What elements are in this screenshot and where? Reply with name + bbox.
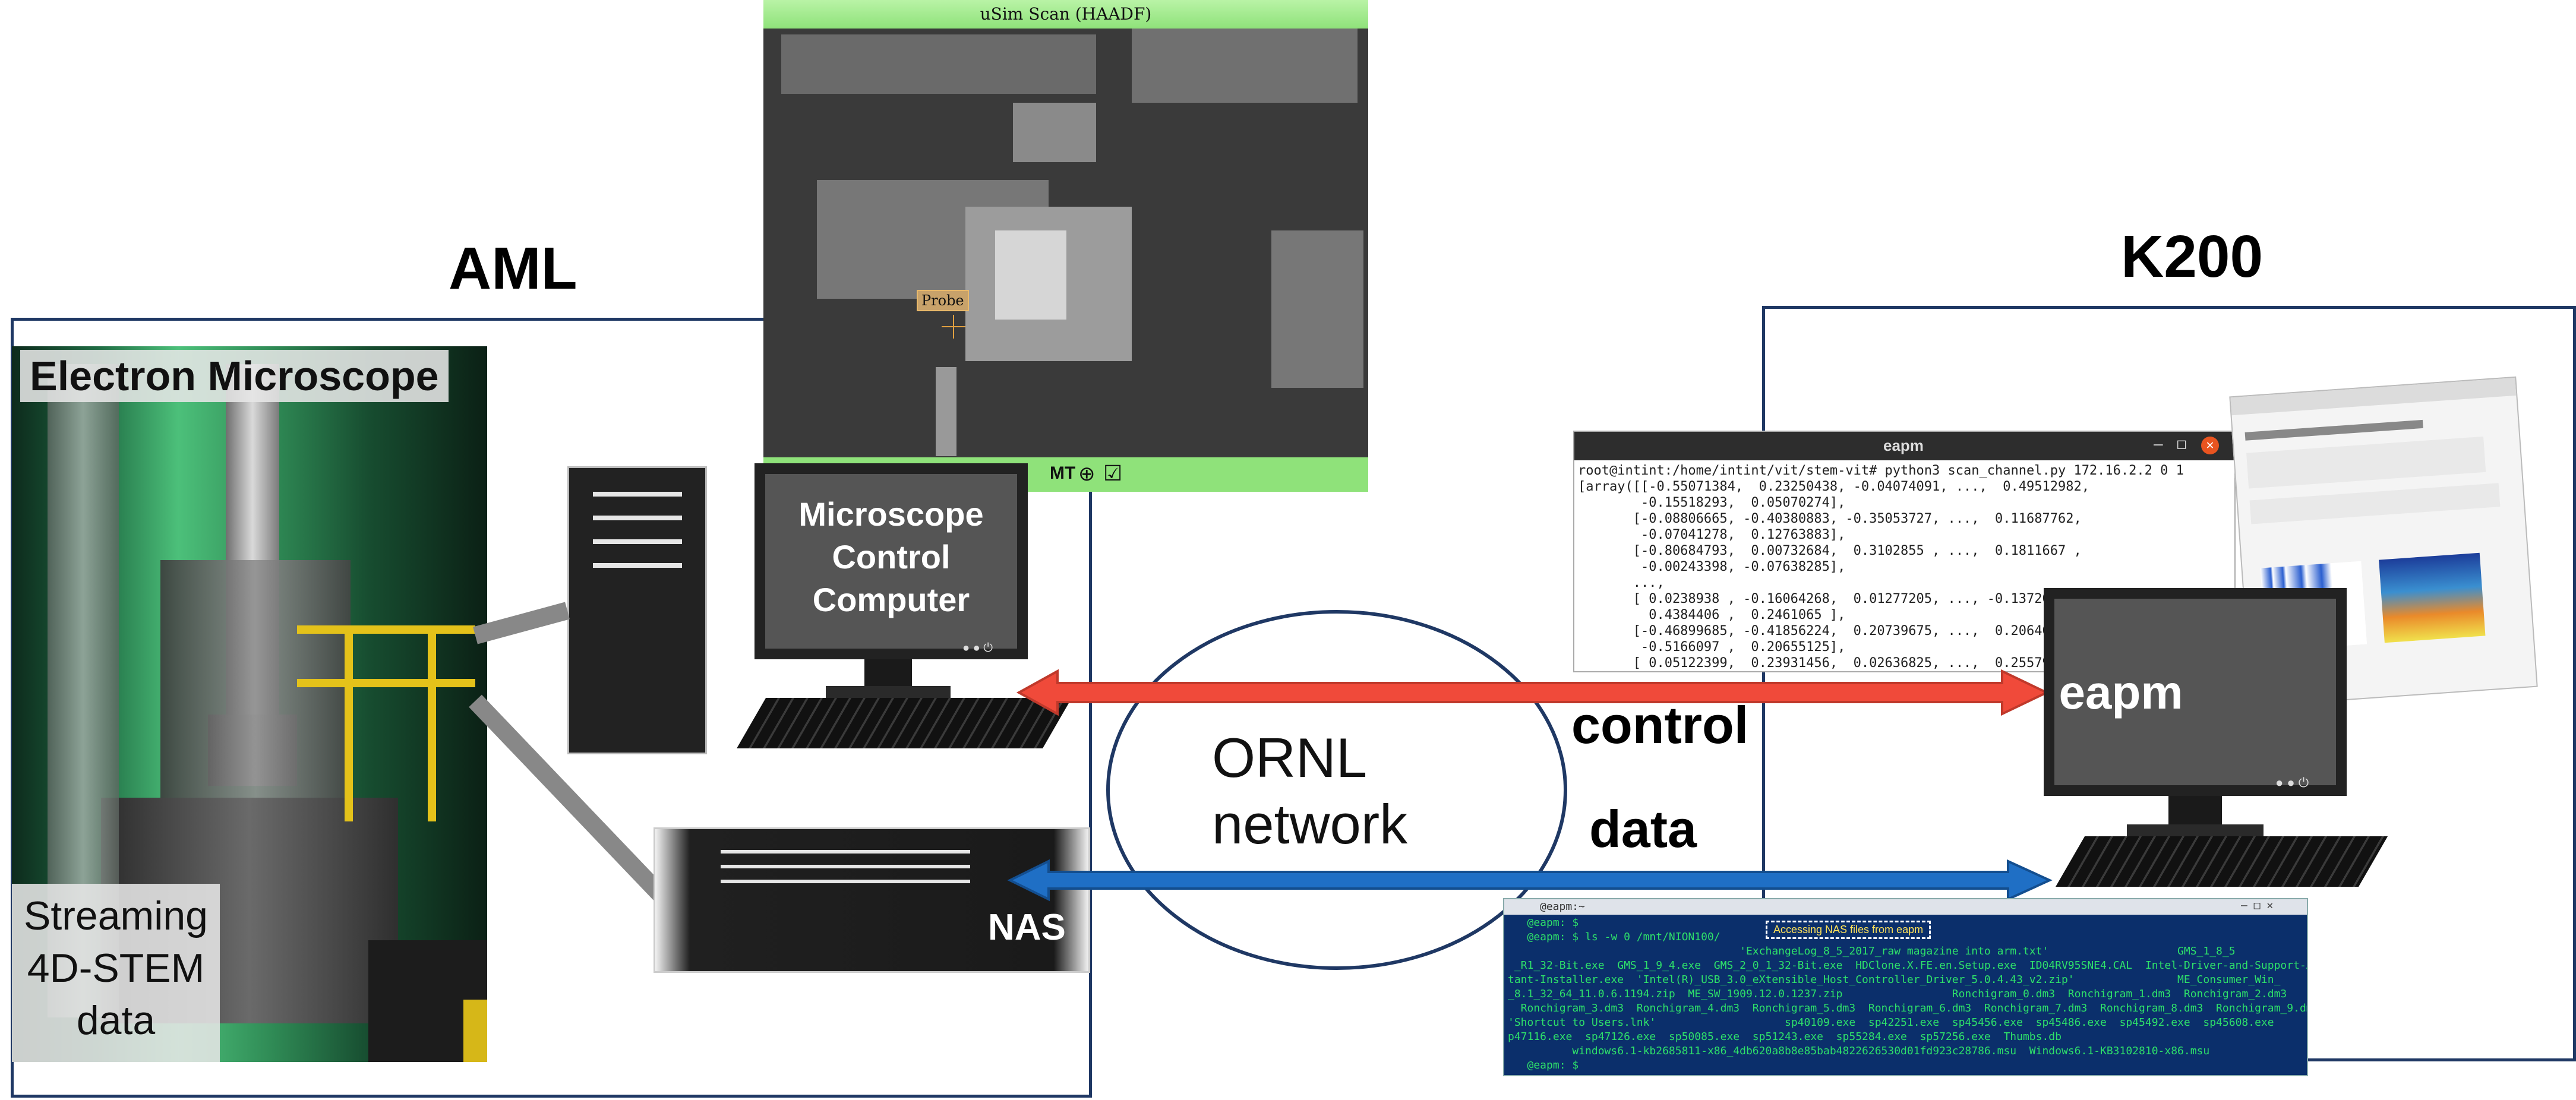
terminal-bottom-title: @eapm:~ [1540, 900, 1585, 913]
terminal-bottom-line: @eapm: $ [1508, 916, 1579, 929]
terminal-bottom-line: _R1_32-Bit.exe GMS_1_9_4.exe GMS_2_0_1_3… [1508, 959, 2308, 972]
eapm-keyboard-icon [2056, 836, 2388, 887]
streaming-line-3: data [76, 998, 156, 1043]
microscope-control-line-3: Computer [812, 581, 970, 618]
terminal-bottom-line: _8.1_32_64_11.0.6.1194.zip ME_SW_1909.12… [1508, 988, 2287, 1000]
microscope-control-line-1: Microscope [798, 495, 984, 533]
k200-label: K200 [2121, 223, 2264, 290]
maximize-icon[interactable]: □ [2177, 435, 2186, 452]
terminal-bottom-line: p47116.exe sp47126.exe sp50085.exe sp512… [1508, 1031, 2062, 1043]
terminal-top-line: -0.15518293, 0.05070274], [1578, 495, 1846, 510]
minimize-icon[interactable]: – [2154, 435, 2163, 453]
terminal-top-title: eapm [1883, 437, 1924, 454]
terminal-bottom: @eapm:~ – □ ✕ @eapm: $ @eapm: $ ls -w 0 … [1503, 898, 2308, 1076]
terminal-top-line: [-0.46899685, -0.41856224, 0.20739675, .… [1578, 624, 2050, 638]
terminal-bottom-line: windows6.1-kb2685811-x86_4db620a8b8e85ba… [1508, 1045, 2210, 1057]
terminal-bottom-line: 'Shortcut to Users.lnk' sp40109.exe sp42… [1508, 1016, 2274, 1029]
terminal-top-line: [ 0.05122399, 0.23931456, 0.02636825, ..… [1578, 656, 2050, 671]
control-arrow [1016, 669, 2050, 716]
terminal-top-line: [ 0.0238938 , -0.16064268, 0.01277205, .… [1578, 592, 2050, 606]
streaming-line-2: 4D-STEM [27, 946, 205, 991]
terminal-top-line: [array([[-0.55071384, 0.23250438, -0.040… [1578, 479, 2089, 494]
terminal-top: eapm – □ ✕ root@intint:/home/intint/vit/… [1573, 431, 2236, 672]
scan-toolbar-text: MT [1050, 463, 1076, 483]
close-icon[interactable]: ✕ [2201, 437, 2219, 454]
control-label: control [1571, 696, 1749, 754]
terminal-top-line: root@intint:/home/intint/vit/stem-vit# p… [1578, 463, 2184, 478]
terminal-bottom-line: tant-Installer.exe 'Intel(R)_USB_3.0_eXt… [1508, 973, 2281, 986]
microscope-control-computer: Microscope Control Computer ● ● ⏻ [737, 463, 1072, 760]
scan-window-title: uSim Scan (HAADF) [763, 0, 1368, 29]
ornl-network-label: ORNL network [1212, 725, 1407, 858]
zoom-icon[interactable]: ⊕ [1078, 463, 1096, 485]
aml-label: AML [449, 235, 577, 302]
checkbox-icon[interactable]: ☑ [1103, 461, 1123, 485]
terminal-top-line: -0.5166097 , 0.20655125], [1578, 640, 1846, 655]
terminal-top-line: [-0.08806665, -0.40380883, -0.35053727, … [1578, 511, 2082, 526]
terminal-bottom-titlebar: @eapm:~ – □ ✕ [1504, 899, 2307, 915]
terminal-top-line: -0.07041278, 0.12763883], [1578, 527, 1846, 542]
electron-microscope-photo: Electron Microscope Streaming 4D-STEM da… [12, 346, 487, 1062]
data-arrow [1007, 859, 2053, 902]
microscope-control-text: Microscope Control Computer [772, 493, 1010, 621]
streaming-data-label: Streaming 4D-STEM data [12, 884, 220, 1062]
scan-image: Probe [763, 29, 1368, 457]
terminal-top-line: 0.4384406 , 0.2461065 ], [1578, 608, 1846, 622]
terminal-bottom-line: @eapm: $ [1508, 1059, 1579, 1071]
nas-callout: Accessing NAS files from eapm [1766, 921, 1931, 939]
nas-device: NAS [654, 827, 1090, 973]
terminal-top-output: root@intint:/home/intint/vit/stem-vit# p… [1574, 460, 2234, 671]
terminal-bottom-controls[interactable]: – □ ✕ [2241, 899, 2274, 912]
eapm-computer: eapm ● ● ⏻ [2032, 588, 2388, 897]
probe-crosshair-icon [942, 315, 965, 339]
server-tower [567, 466, 707, 754]
terminal-bottom-line: 'ExchangeLog_8_5_2017_raw magazine into … [1508, 945, 2236, 957]
terminal-bottom-output: @eapm: $ @eapm: $ ls -w 0 /mnt/NION100/ … [1504, 915, 2307, 1073]
terminal-top-line: -0.00243398, -0.07638285], [1578, 560, 1846, 574]
ornl-line-1: ORNL [1212, 726, 1368, 789]
streaming-line-1: Streaming [24, 893, 208, 938]
terminal-bottom-line: Ronchigram_3.dm3 Ronchigram_4.dm3 Ronchi… [1508, 1002, 2308, 1014]
terminal-top-titlebar: eapm – □ ✕ [1574, 432, 2234, 460]
microscope-control-line-2: Control [832, 538, 951, 576]
electron-microscope-label: Electron Microscope [20, 350, 449, 402]
nas-label: NAS [988, 907, 1066, 948]
data-label: data [1589, 799, 1697, 858]
eapm-label: eapm [2059, 666, 2183, 719]
terminal-top-line: [-0.80684793, 0.00732684, 0.3102855 , ..… [1578, 543, 2082, 558]
terminal-bottom-line: @eapm: $ ls -w 0 /mnt/NION100/ [1508, 931, 1721, 943]
terminal-top-line: ..., [1578, 576, 1665, 590]
scan-window: uSim Scan (HAADF) Probe MT ⊕ ☑ [763, 0, 1368, 492]
probe-label: Probe [917, 290, 969, 311]
ornl-line-2: network [1212, 793, 1408, 855]
